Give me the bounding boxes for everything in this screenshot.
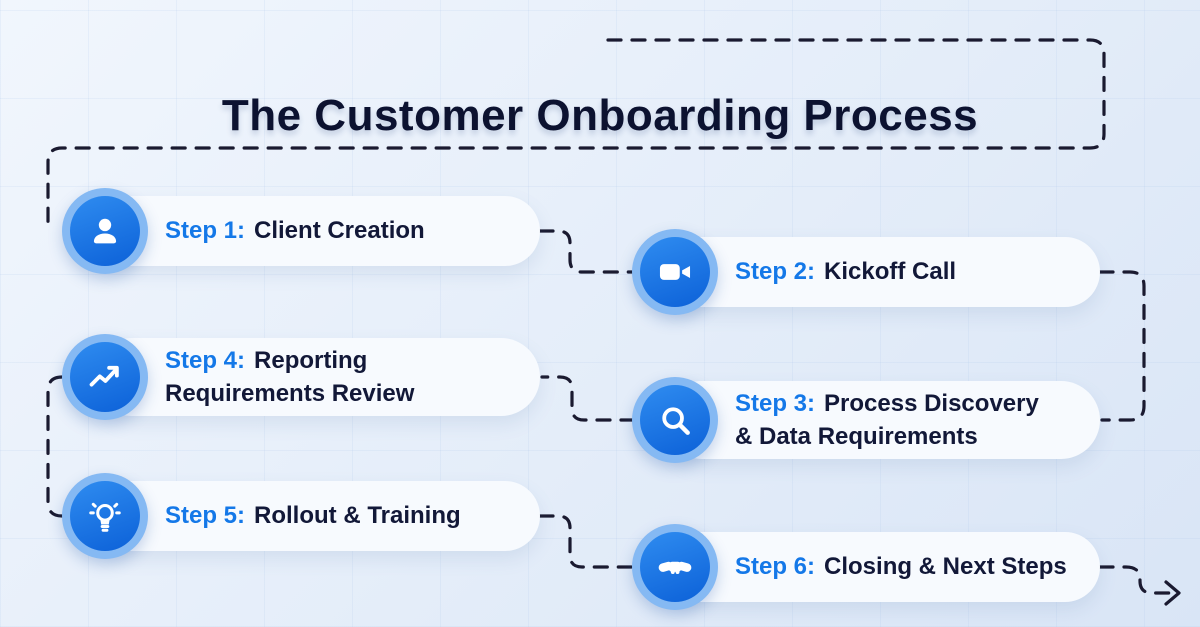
step-title: Client Creation: [254, 217, 425, 245]
step-2: Step 2: Kickoff Call: [632, 229, 1100, 315]
lightbulb-icon: [62, 473, 148, 559]
connector-step3-step4: [540, 375, 636, 422]
step-label: Step 4:: [165, 346, 246, 374]
user-icon: [62, 188, 148, 274]
handshake-icon: [632, 524, 718, 610]
step-label: Step 6:: [735, 553, 816, 581]
step-title: Reporting Requirements Review: [165, 346, 415, 407]
step-3: Step 3:Process Discovery & Data Requirem…: [632, 377, 1100, 463]
arrow-right-icon: [1164, 580, 1181, 606]
step-label: Step 1:: [165, 217, 246, 245]
step-label: Step 5:: [165, 502, 246, 530]
step-5: Step 5: Rollout & Training: [62, 473, 540, 559]
connector-step6-exit: [1098, 565, 1174, 595]
step-label: Step 2:: [735, 258, 816, 286]
trending-up-icon: [62, 334, 148, 420]
step-title: Closing & Next Steps: [824, 553, 1067, 581]
connector-step1-step2: [538, 229, 638, 274]
step-6: Step 6: Closing & Next Steps: [632, 524, 1100, 610]
step-title: Rollout & Training: [254, 502, 461, 530]
connector-step5-step6: [538, 514, 638, 569]
step-pill: Step 1: Client Creation: [93, 196, 540, 266]
video-camera-icon: [632, 229, 718, 315]
step-pill: Step 3:Process Discovery & Data Requirem…: [663, 380, 1100, 460]
step-title: Kickoff Call: [824, 258, 957, 286]
step-4: Step 4:Reporting Requirements Review: [62, 334, 540, 420]
step-pill: Step 5: Rollout & Training: [93, 481, 540, 551]
step-pill: Step 2: Kickoff Call: [663, 237, 1100, 307]
step-label: Step 3:: [735, 389, 816, 417]
step-title: Process Discovery & Data Requirements: [735, 389, 1039, 450]
step-pill: Step 4:Reporting Requirements Review: [93, 337, 540, 417]
connector-step2-step3: [1098, 270, 1146, 422]
search-icon: [632, 377, 718, 463]
step-pill: Step 6: Closing & Next Steps: [663, 532, 1100, 602]
step-1: Step 1: Client Creation: [62, 188, 540, 274]
page-title: The Customer Onboarding Process: [221, 91, 979, 141]
